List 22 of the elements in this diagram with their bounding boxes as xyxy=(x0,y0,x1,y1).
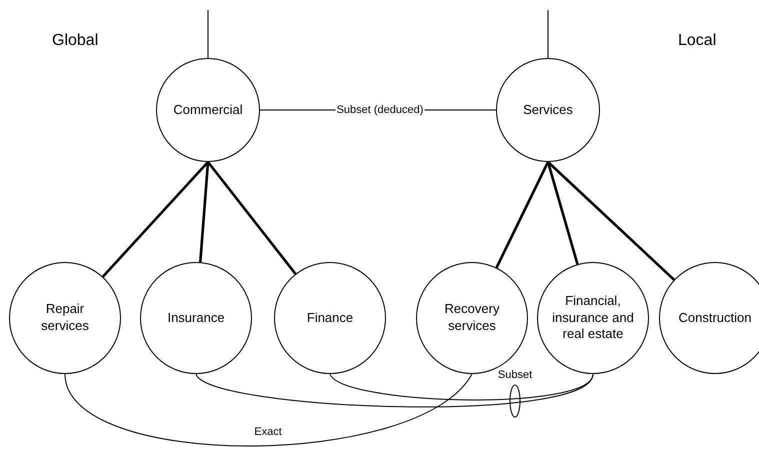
category-label: Services xyxy=(522,102,574,118)
category-label: Construction xyxy=(678,310,752,326)
category-label: Financial, insurance and real estate xyxy=(551,292,635,344)
category-label: Recovery services xyxy=(444,301,500,335)
edge-label: Subset (deduced) xyxy=(336,104,424,116)
category-label: Commercial xyxy=(172,102,244,118)
connector-line xyxy=(102,161,209,278)
group-heading: Local xyxy=(678,32,716,50)
connector-line xyxy=(546,162,579,265)
connector-line xyxy=(199,162,210,262)
connector-line xyxy=(495,161,550,268)
connector-line xyxy=(64,374,472,446)
category-label: Repair services xyxy=(40,301,90,335)
group-heading: Global xyxy=(52,32,98,50)
edge-label: Subset xyxy=(496,369,534,381)
connector-line xyxy=(196,374,594,408)
edge-label: Exact xyxy=(253,426,283,438)
category-label: Insurance xyxy=(166,310,226,326)
connector-line xyxy=(206,161,297,275)
connector-line xyxy=(330,374,594,400)
category-label: Finance xyxy=(306,310,354,326)
connector-line xyxy=(547,161,675,281)
